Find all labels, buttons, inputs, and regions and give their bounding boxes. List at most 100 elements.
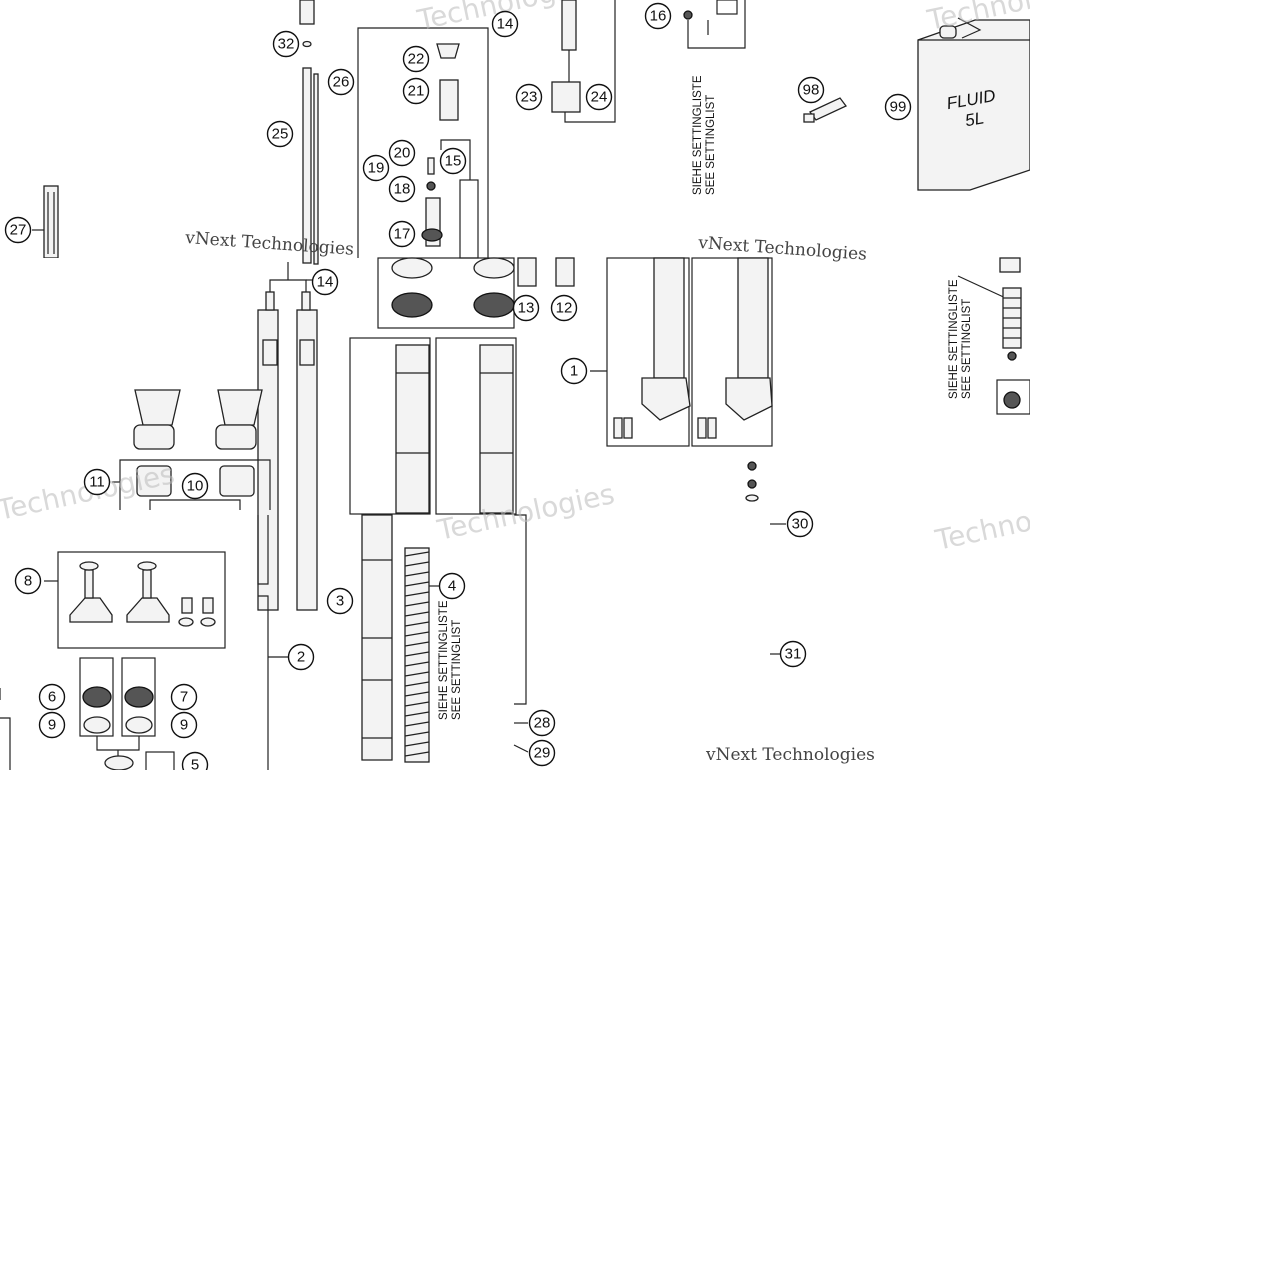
callout-3: 3 [326, 587, 354, 615]
callout-circle [38, 683, 66, 711]
callout-circle [14, 567, 42, 595]
callout-17: 17 [388, 220, 416, 248]
callout-number: 17 [394, 226, 411, 243]
callout-circle [362, 154, 390, 182]
box-10-11 [112, 459, 271, 510]
callout-circle [585, 83, 613, 111]
callout-number: 7 [180, 689, 188, 706]
settinglist-de-top: SIEHE SETTINGLISTE [692, 75, 704, 195]
callout-12: 12 [550, 294, 578, 322]
callout-19: 19 [362, 154, 390, 182]
fluid-container [917, 17, 1030, 191]
callout-20: 20 [388, 139, 416, 167]
callout-number: 27 [10, 222, 27, 239]
ring-set [377, 257, 575, 329]
callout-circle [327, 68, 355, 96]
callout-number: 5 [191, 757, 199, 774]
callout-number: 11 [89, 474, 105, 491]
tile-edge [0, 258, 256, 259]
box-6-7-caps [79, 657, 175, 770]
callout-16: 16 [644, 2, 672, 30]
callout-circle [528, 739, 556, 767]
valve-stack [957, 257, 1030, 415]
callout-circle [515, 83, 543, 111]
callout-number: 20 [394, 145, 411, 162]
callout-number: 12 [556, 300, 573, 317]
callout-number: 18 [394, 181, 411, 198]
lower-legs [590, 257, 786, 655]
callout-number: 28 [534, 715, 551, 732]
tube-bracket [257, 515, 269, 585]
settinglist-de-right: SIEHE SETTINGLISTE [948, 279, 960, 399]
callout-number: 6 [48, 689, 56, 706]
callout-number: 24 [591, 89, 608, 106]
callout-6: 6 [38, 683, 66, 711]
dust-seals [133, 389, 263, 450]
callout-circle [644, 2, 672, 30]
settinglist-de-middle: SIEHE SETTINGLISTE [438, 600, 450, 720]
callout-number: 8 [24, 573, 32, 590]
callout-29: 29 [528, 739, 556, 767]
callout-number: 26 [333, 74, 350, 91]
callout-27: 27 [4, 216, 32, 244]
bracket-2 [258, 595, 269, 770]
callout-number: 14 [497, 16, 514, 33]
callout-circle [786, 510, 814, 538]
callout-number: 9 [180, 717, 188, 734]
leader-29 [513, 744, 529, 753]
settinglist-en-top: SEE SETTINGLIST [705, 95, 717, 195]
callout-circle [528, 709, 556, 737]
callout-31: 31 [779, 640, 807, 668]
callout-number: 19 [368, 160, 385, 177]
callout-9: 9 [170, 711, 198, 739]
callout-circle [402, 45, 430, 73]
container-label-line2: 5L [964, 108, 986, 130]
callout-circle [272, 30, 300, 58]
callout-number: 16 [650, 8, 667, 25]
callout-8: 8 [14, 567, 42, 595]
spring-4 [404, 547, 440, 763]
callout-circle [884, 93, 912, 121]
settinglist-en-middle: SEE SETTINGLIST [451, 620, 463, 720]
watermark-brand: vNext Technologies [697, 233, 868, 265]
callout-2: 2 [287, 643, 315, 671]
callout-circle [38, 711, 66, 739]
callout-25: 25 [266, 120, 294, 148]
callout-14: 14 [491, 10, 519, 38]
callout-number: 1 [570, 363, 578, 380]
callout-1: 1 [560, 357, 588, 385]
callout-circle [326, 587, 354, 615]
callout-26: 26 [327, 68, 355, 96]
callout-circle [388, 175, 416, 203]
fork-tube-left-assembly [257, 262, 318, 611]
callout-number: 15 [445, 153, 462, 170]
callout-number: 4 [448, 578, 456, 595]
callout-circle [512, 294, 540, 322]
callout-circle [181, 472, 209, 500]
callout-number: 9 [48, 717, 56, 734]
callout-7: 7 [170, 683, 198, 711]
part-16 [683, 0, 746, 49]
callout-number: 30 [792, 516, 809, 533]
callout-30: 30 [786, 510, 814, 538]
callout-circle [311, 268, 339, 296]
callout-number: 3 [336, 593, 344, 610]
callout-number: 32 [278, 36, 295, 53]
callout-circle [797, 76, 825, 104]
callout-4: 4 [438, 572, 466, 600]
edge-mark-left-2 [0, 717, 11, 770]
part-23-24 [551, 0, 616, 123]
callout-circle [170, 683, 198, 711]
cartridge-box [357, 27, 489, 259]
callout-circle [83, 468, 111, 496]
settinglist-note-right: SIEHE SETTINGLISTE SEE SETTINGLIST [948, 279, 973, 399]
watermark-brand: vNext Technologies [705, 745, 875, 765]
callout-number: 29 [534, 745, 551, 762]
callout-circle [266, 120, 294, 148]
callout-number: 99 [890, 99, 907, 116]
callout-28: 28 [528, 709, 556, 737]
callout-number: 21 [408, 83, 425, 100]
callout-circle [402, 77, 430, 105]
